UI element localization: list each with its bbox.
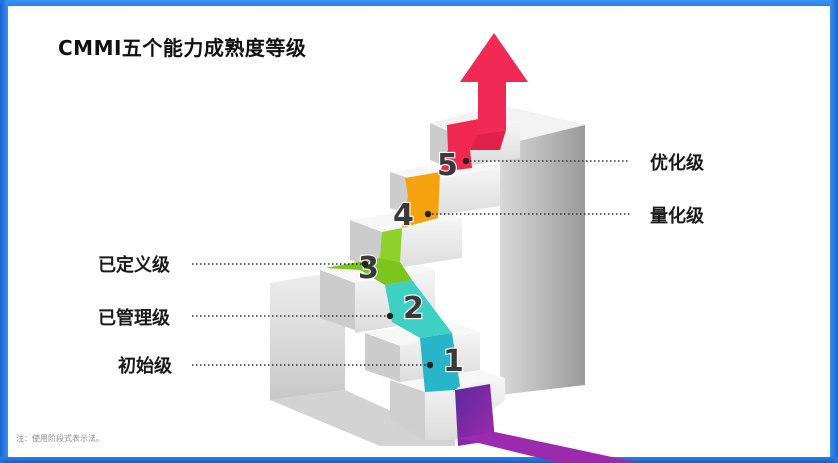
up-arrow-icon (460, 33, 528, 150)
step-number-4: 4 (393, 198, 414, 233)
level-label-5: 优化级 (650, 153, 704, 174)
path-segment-2 (385, 280, 452, 338)
leader-dots (361, 157, 470, 369)
path-segment-base (455, 384, 495, 446)
level-label-2: 已管理级 (98, 308, 170, 329)
step-number-5: 5 (437, 148, 458, 183)
path-segment-3 (325, 258, 412, 285)
level-label-4: 量化级 (650, 206, 704, 227)
leader-lines (192, 160, 630, 366)
path-segment-floor (458, 432, 640, 463)
level-label-1: 初始级 (118, 356, 172, 377)
level-label-3: 已定义级 (98, 255, 170, 276)
frame-right (830, 0, 838, 463)
frame-left (0, 0, 8, 463)
footnote: 注：使用阶段式表示法。 (16, 434, 104, 443)
step-number-2: 2 (403, 291, 424, 326)
page-title: CMMI五个能力成熟度等级 (58, 36, 307, 60)
path-segment-1 (420, 333, 460, 392)
step-number-3: 3 (358, 251, 379, 286)
frame-top (0, 0, 838, 6)
path-segment-3b (380, 228, 402, 262)
step-number-1: 1 (443, 344, 464, 379)
frame-bottom (0, 457, 838, 463)
